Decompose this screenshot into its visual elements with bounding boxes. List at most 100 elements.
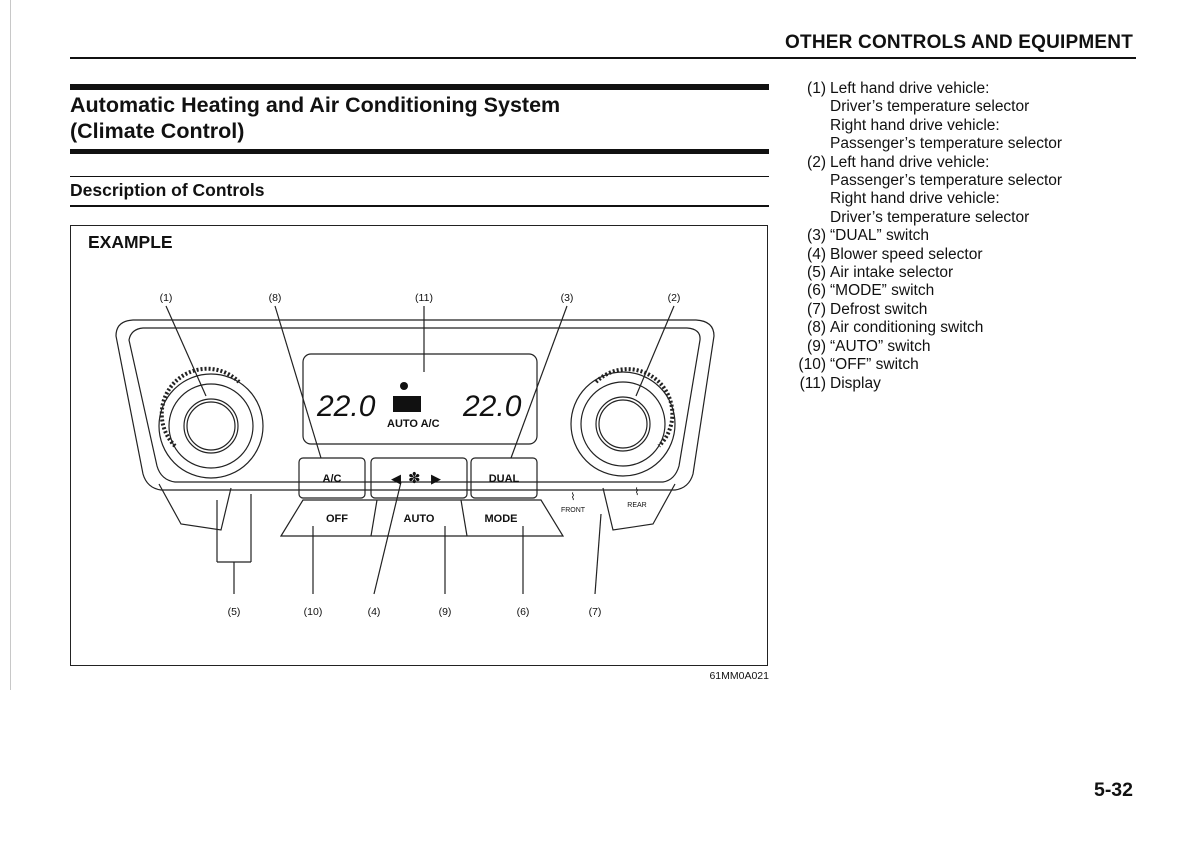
front-defrost-label: FRONT [561,507,586,514]
section-rule-bottom [70,149,769,154]
legend-item-text: “MODE” switch [830,282,1166,300]
mode-button-label: MODE [485,513,518,525]
subsection-rule-top [70,176,769,177]
figure-code: 61MM0A021 [709,670,769,682]
legend-item-number: (10) [798,356,826,374]
callout-11: (11) [415,292,433,304]
legend-item-number: (9) [807,337,826,355]
legend-item-line: Driver’s temperature selector [830,98,1030,116]
legend-item: (11)Display [796,375,1166,393]
legend-item: (7)Defrost switch [796,301,1166,319]
right-knob-ring [570,371,676,477]
legend-item-text: “AUTO” switch [830,338,1166,356]
callout-legend: (1)Left hand drive vehicle:Driver’s temp… [796,80,1166,393]
legend-item-line: Defrost switch [830,300,928,318]
legend-item-line: Driver’s temperature selector [830,208,1030,226]
rear-defrost-icon: ⌇ [635,487,640,498]
legend-item-line: “DUAL” switch [830,227,930,245]
legend-item-text: Air intake selector [830,264,1166,282]
legend-item-number: (7) [807,300,826,318]
header-rule [70,57,1136,59]
legend-item-line: Display [830,374,881,392]
callout-10: (10) [304,606,323,618]
section-title: Automatic Heating and Air Conditioning S… [70,92,760,144]
callout-6: (6) [517,606,530,618]
section-rule-top [70,84,769,90]
display-right-temp: 22.0 [462,390,522,423]
climate-control-panel-illustration: 22.0 22.0 AUTO A/C A/C ◀ ✽ ▶ DUAL OFF AU… [115,292,715,618]
figure-frame [70,225,768,666]
display-fan-bars [393,382,421,412]
legend-item-line: Right hand drive vehicle: [830,190,1000,208]
section-title-line2: (Climate Control) [70,119,245,143]
legend-item-line: Passenger’s temperature selector [830,135,1063,153]
legend-item-line: Left hand drive vehicle: [830,80,990,97]
legend-item: (3)“DUAL” switch [796,227,1166,245]
legend-item-number: (8) [807,319,826,337]
legend-item-number: (11) [799,374,826,392]
off-button-label: OFF [326,513,348,525]
rear-defrost-label: REAR [627,502,646,509]
margin-line [10,0,11,690]
legend-item-line: Passenger’s temperature selector [830,172,1063,190]
bottom-button-bar [279,499,565,537]
callout-3: (3) [561,292,574,304]
legend-item: (8)Air conditioning switch [796,319,1166,337]
legend-item-line: Blower speed selector [830,245,983,263]
ac-button-outline [298,457,366,499]
legend-item-text: “OFF” switch [830,356,1166,374]
left-knob-ring [158,373,264,479]
legend-item-number: (6) [807,282,826,300]
legend-item-line: Air intake selector [830,264,954,282]
blower-selector-outline [370,457,468,499]
legend-item: (10)“OFF” switch [796,356,1166,374]
right-knob-scale [594,367,675,448]
display-status: AUTO A/C [387,418,440,430]
blower-right-arrow: ▶ [431,471,441,486]
legend-item: (9)“AUTO” switch [796,338,1166,356]
ac-button-label: A/C [323,473,342,485]
callout-5: (5) [228,606,241,618]
legend-item-text: “DUAL” switch [830,227,1166,245]
legend-item-text: Left hand drive vehicle:Passenger’s temp… [830,154,1166,228]
figure-label: EXAMPLE [88,232,173,252]
legend-item-line: “MODE” switch [830,282,935,300]
auto-button-label: AUTO [404,513,435,525]
left-knob-outer [168,383,254,469]
legend-item: (6)“MODE” switch [796,282,1166,300]
section-title-line1: Automatic Heating and Air Conditioning S… [70,93,561,117]
callout-9: (9) [439,606,452,618]
subsection-title: Description of Controls [70,180,265,200]
right-knob-outer [580,381,666,467]
left-knob-inner [183,398,239,454]
callout-2: (2) [668,292,681,304]
front-defrost-icon: ⌇ [571,492,576,503]
legend-item: (1)Left hand drive vehicle:Driver’s temp… [796,80,1166,154]
legend-item-text: Left hand drive vehicle:Driver’s tempera… [830,80,1166,154]
legend-item-line: Air conditioning switch [830,319,984,337]
legend-item: (4)Blower speed selector [796,246,1166,264]
legend-item-text: Blower speed selector [830,246,1166,264]
legend-item-number: (5) [807,264,826,282]
panel-outline [115,319,715,491]
callout-1: (1) [160,292,173,304]
blower-fan-icon: ✽ [408,470,421,487]
legend-item-line: “OFF” switch [830,356,919,374]
legend-item-number: (2) [807,153,826,171]
callout-7: (7) [589,606,602,618]
blower-left-arrow: ◀ [391,471,401,486]
subsection-rule-bottom [70,205,769,207]
legend-item-line: Left hand drive vehicle: [830,153,990,171]
legend-item-line: Right hand drive vehicle: [830,116,1000,134]
legend-item-number: (1) [807,80,826,97]
left-knob-scale [159,366,241,448]
left-intake-buttons [158,483,232,531]
legend-item-line: “AUTO” switch [830,337,931,355]
legend-item-text: Defrost switch [830,301,1166,319]
legend-item: (5)Air intake selector [796,264,1166,282]
dual-button-label: DUAL [489,473,520,485]
legend-item-text: Air conditioning switch [830,319,1166,337]
callout-8: (8) [269,292,282,304]
right-knob-inner [595,396,651,452]
legend-item-number: (4) [807,245,826,263]
